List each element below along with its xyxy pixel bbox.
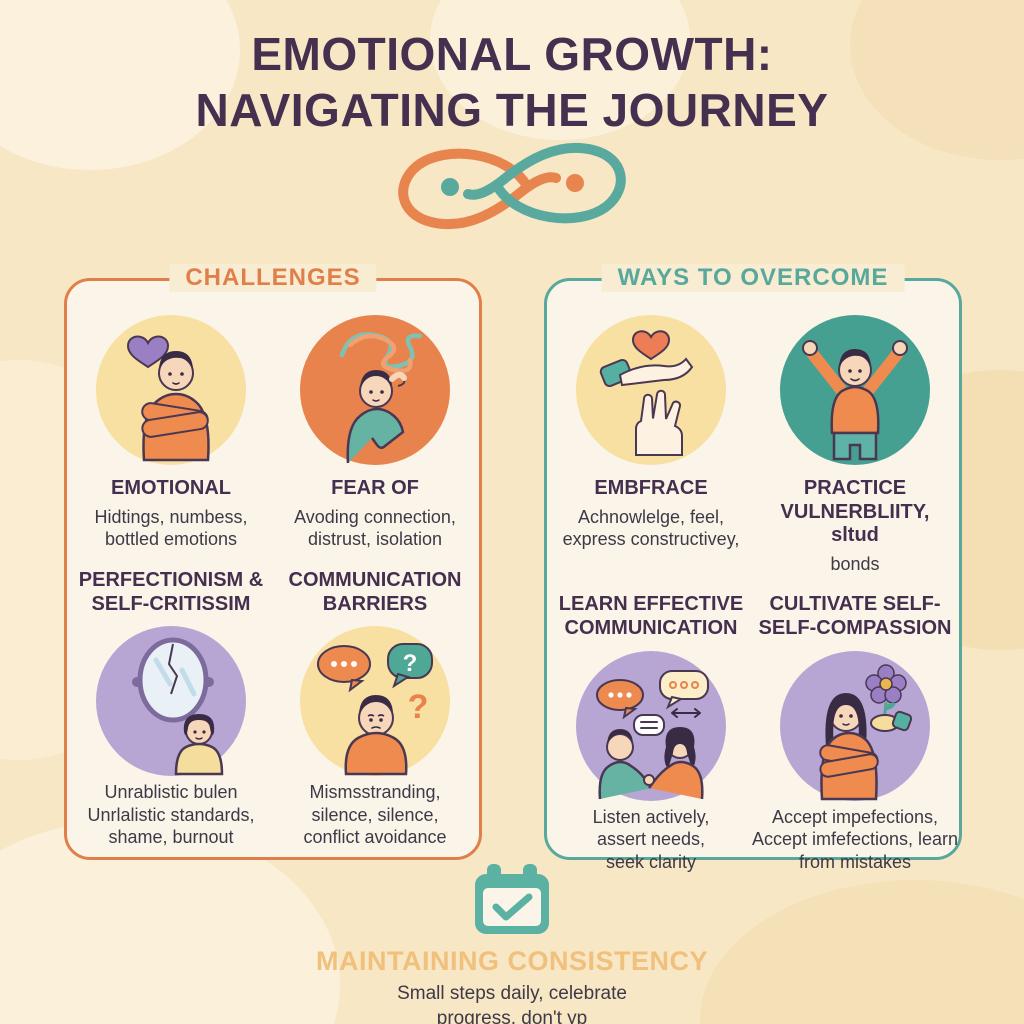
calendar-check-icon [0,860,1024,940]
tangled-thoughts-icon [300,315,450,465]
challenge-item-perfectionism: PERFECTIONISM & SELF-CRITISSIM Unrablist… [71,569,271,849]
infinity-icon [398,142,626,230]
item-description: Achnowlelge, feel, express constructivey… [562,506,740,550]
person-crossed-arms-heart-icon [96,315,246,465]
hands-offering-heart-icon [576,315,726,465]
footer-description: Small steps daily, celebrate progress, d… [397,983,627,1024]
item-title: FEAR OF [331,477,419,499]
page-title: EMOTIONAL GROWTH: NAVIGATING THE JOURNEY [195,28,829,137]
item-title: PERFECTIONISM & SELF-CRITISSIM [78,568,264,615]
cracked-mirror-icon [96,626,246,777]
challenge-item-communication: ? ? COMMUNICATION BARRIERS Mismsstrandin… [275,569,475,849]
overcome-item-vulnerability: PRACTICE VULNERBLIITY, sltud bonds [755,315,955,575]
two-people-talking-icon [576,650,726,801]
ways-to-overcome-header: WAYS TO OVERCOME [601,264,905,292]
item-title: PRACTICE VULNERBLIITY, sltud [780,477,930,547]
item-description: Unrablistic bulen Unrlalistic standards,… [87,782,255,848]
item-description: Avoding connection, distrust, isolation [294,506,456,550]
footer-section: MAINTAINING CONSISTENCY Small steps dail… [0,860,1024,1024]
svg-text:?: ? [408,688,429,726]
overcome-item-self-compassion: CULTIVATE SELF- SELF-COMPASSION Accept i… [752,593,958,873]
challenge-item-emotional: EMOTIONAL Hidtings, numbess, bottled emo… [71,315,271,551]
item-title: LEARN EFFECTIVE COMMUNICATION [558,593,744,640]
challenge-item-fear: FEAR OF Avoding connection, distrust, is… [275,315,475,551]
item-description: Mismsstranding, silence, silence, confli… [303,782,447,848]
speech-bubbles-question-icon: ? ? [300,626,450,777]
item-description: Hidtings, numbess, bottled emotions [94,506,248,550]
item-title: EMBFRACE [594,477,708,499]
ways-to-overcome-panel: WAYS TO OVERCOME EMBFRACE Achnowlelge, f… [544,264,962,872]
challenges-panel: CHALLENGES EMOTIONAL Hidtin [64,264,482,860]
item-description: bonds [830,553,880,574]
arms-raised-person-icon [780,315,930,465]
overcome-item-embrace: EMBFRACE Achnowlelge, feel, express cons… [551,315,751,575]
item-description: Accept impefections, Accept imfefections… [751,806,959,872]
self-hug-flower-icon [780,650,930,801]
infinity-logo [387,140,637,232]
item-title: COMMUNICATION BARRIERS [288,568,462,615]
svg-text:?: ? [403,650,418,677]
item-title: EMOTIONAL [111,477,231,499]
item-description: Listen actively, assert needs, seek clar… [592,806,710,872]
item-title: CULTIVATE SELF- SELF-COMPASSION [758,593,952,640]
challenges-header: CHALLENGES [169,264,377,292]
overcome-item-communication: LEARN EFFECTIVE COMMUNICATION Listen act… [551,593,751,873]
footer-heading: MAINTAINING CONSISTENCY [315,946,708,976]
